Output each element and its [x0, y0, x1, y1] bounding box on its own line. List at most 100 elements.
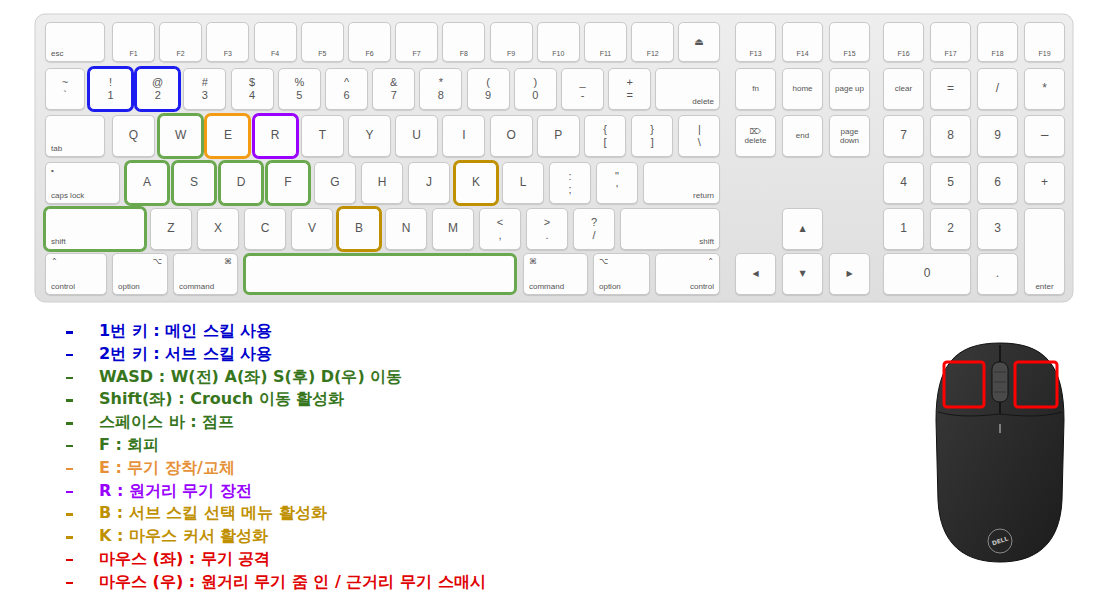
key-label: Q: [129, 129, 138, 143]
key-label: 3: [202, 89, 208, 102]
key-label: F13: [749, 50, 761, 58]
keycap: return: [643, 162, 720, 204]
keycap: page up: [829, 68, 870, 110]
keycap: P: [537, 115, 580, 157]
key-label: =: [626, 89, 632, 102]
keycap: G: [314, 162, 356, 204]
key-label: Y: [365, 129, 373, 143]
key-label: U: [412, 129, 421, 143]
legend-swatch: [66, 331, 73, 334]
keycap: Z: [150, 208, 192, 250]
key-label: F12: [647, 50, 659, 58]
keycap: |\: [678, 115, 720, 157]
keycap: 2: [930, 208, 971, 250]
key-label: _: [579, 76, 585, 89]
keycap: F6: [348, 22, 391, 62]
key-label: T: [319, 129, 326, 143]
key-label: shift: [699, 237, 714, 246]
keycap: delete: [655, 68, 720, 110]
legend-text: Shift(좌) : Crouch 이동 활성화: [99, 388, 344, 411]
legend-text: F : 회피: [99, 434, 159, 457]
key-label: P: [554, 129, 562, 143]
legend-text: 스페이스 바 : 점프: [99, 411, 234, 434]
key-label: ?: [591, 216, 597, 229]
key-label: 6: [343, 89, 349, 102]
wheel-ridge: [994, 372, 1006, 373]
legend-swatch: [66, 559, 73, 562]
legend-swatch: [66, 468, 73, 471]
key-label: >: [544, 216, 550, 229]
keycap: *: [1024, 68, 1065, 110]
legend-text: E : 무기 장착/교체: [99, 457, 235, 480]
key-label: 8: [947, 129, 954, 143]
keycap: home: [782, 68, 823, 110]
keycap: 5: [930, 162, 971, 204]
keycap: W: [159, 115, 202, 157]
keycap: U: [395, 115, 438, 157]
key-label: 2: [947, 222, 954, 236]
legend-text: R : 원거리 무기 장전: [99, 480, 252, 503]
legend-text: WASD : W(전) A(좌) S(후) D(우) 이동: [99, 366, 402, 389]
legend-row: WASD : W(전) A(좌) S(후) D(우) 이동: [60, 366, 760, 389]
key-label: ^: [344, 76, 349, 89]
keycap: A: [126, 162, 168, 204]
keycap: +: [1024, 162, 1065, 204]
key-label: •: [51, 166, 54, 175]
legend-row: F : 회피: [60, 434, 760, 457]
keycap: 6: [977, 162, 1018, 204]
key-label: |: [698, 123, 701, 136]
keycap: tab: [45, 115, 105, 157]
key-label: enter: [1035, 282, 1053, 291]
keycap: F18: [977, 22, 1018, 62]
key-label: 0: [924, 267, 931, 281]
keycap: 4: [883, 162, 924, 204]
keyboard-body: [35, 14, 1073, 302]
keycap: F: [267, 162, 309, 204]
legend-row: 1번 키 : 메인 스킬 사용: [60, 320, 760, 343]
key-label: 7: [391, 89, 397, 102]
keycap: ⌃control: [655, 253, 720, 295]
wheel-ridge: [994, 392, 1006, 393]
key-label: J: [426, 176, 432, 190]
key-label: ): [533, 76, 537, 89]
right-button-box: [1015, 362, 1057, 407]
key-label: #: [202, 76, 208, 89]
keycap: F10: [537, 22, 580, 62]
keycap: F14: [782, 22, 823, 62]
keycap: S: [173, 162, 215, 204]
key-label: :: [568, 170, 571, 183]
keycap: F19: [1024, 22, 1065, 62]
keycap: shift: [45, 208, 145, 250]
keycap: I: [442, 115, 485, 157]
key-label: ⌃: [51, 257, 58, 266]
keycap: R: [254, 115, 297, 157]
key-label: F1: [129, 50, 137, 58]
keycap: 3: [977, 208, 1018, 250]
keycap: F16: [883, 22, 924, 62]
key-label: ⌘: [529, 257, 537, 266]
key-label: A: [143, 176, 151, 190]
legend-text: K : 마우스 커서 활성화: [99, 525, 268, 548]
legend: 1번 키 : 메인 스킬 사용2번 키 : 서브 스킬 사용WASD : W(전…: [60, 320, 760, 594]
key-label: F7: [413, 50, 421, 58]
key-label: +: [1041, 176, 1048, 190]
key-label: ▶: [846, 269, 852, 278]
keycap: ⌘command: [523, 253, 588, 295]
key-label: G: [330, 176, 339, 190]
keycap: shift: [620, 208, 720, 250]
keycap: >.: [526, 208, 568, 250]
key-label: F5: [318, 50, 326, 58]
keycap: :;: [549, 162, 591, 204]
button-seam: [938, 412, 1062, 416]
key-label: *: [439, 76, 443, 89]
keycap: F15: [829, 22, 870, 62]
key-label: W: [175, 129, 186, 143]
key-label: `: [63, 89, 67, 102]
keycap: ⌦delete: [735, 115, 776, 157]
keycap: {[: [584, 115, 626, 157]
key-label: ▲: [799, 224, 805, 233]
key-label: F10: [552, 50, 564, 58]
keycap: ⏏: [678, 22, 720, 62]
key-label: home: [792, 84, 812, 93]
keycap: ^6: [325, 68, 368, 110]
